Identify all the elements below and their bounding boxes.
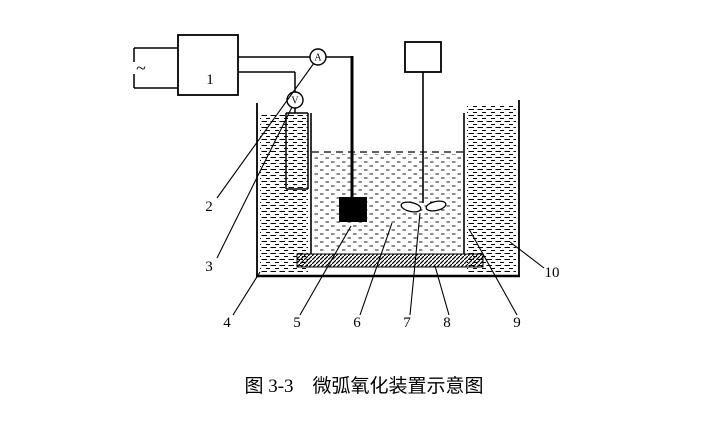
leader-line-7 bbox=[409, 212, 421, 316]
cooling-water-left bbox=[260, 114, 308, 272]
leader-line-3 bbox=[216, 106, 293, 259]
propeller-blade-right bbox=[425, 200, 447, 212]
label-ammeter: 2 bbox=[205, 199, 213, 215]
leader-line-5 bbox=[299, 225, 352, 316]
ammeter-letter: A bbox=[314, 53, 322, 64]
leader-line-8 bbox=[434, 265, 450, 316]
leader-line-9 bbox=[468, 228, 518, 316]
figure-caption: 图 3-3 微弧氧化装置示意图 bbox=[244, 375, 483, 397]
label-electrolyte: 6 bbox=[353, 315, 361, 331]
propeller-blade-left bbox=[400, 201, 422, 213]
sample-electrode bbox=[339, 197, 367, 222]
leader-line-10 bbox=[509, 241, 545, 269]
leader-line-6 bbox=[359, 222, 393, 316]
label-outer-vessel: 4 bbox=[223, 315, 231, 331]
base-plate bbox=[296, 253, 484, 268]
label-base-plate: 8 bbox=[443, 315, 451, 331]
ac-sine-symbol: ~ bbox=[136, 58, 146, 78]
label-power-supply: 1 bbox=[206, 72, 214, 88]
leader-line-4 bbox=[232, 271, 261, 316]
label-voltmeter: 3 bbox=[205, 259, 213, 275]
ammeter bbox=[309, 48, 327, 66]
leader-line-2 bbox=[216, 62, 315, 199]
stirrer-motor-box bbox=[404, 41, 442, 73]
cooling-water-right bbox=[467, 106, 516, 272]
label-cooling-water: 10 bbox=[545, 265, 560, 281]
power-supply-box bbox=[177, 34, 239, 96]
label-sample: 5 bbox=[293, 315, 301, 331]
label-stirrer: 7 bbox=[403, 315, 411, 331]
voltmeter-letter: V bbox=[291, 96, 299, 107]
label-inner-vessel: 9 bbox=[513, 315, 521, 331]
